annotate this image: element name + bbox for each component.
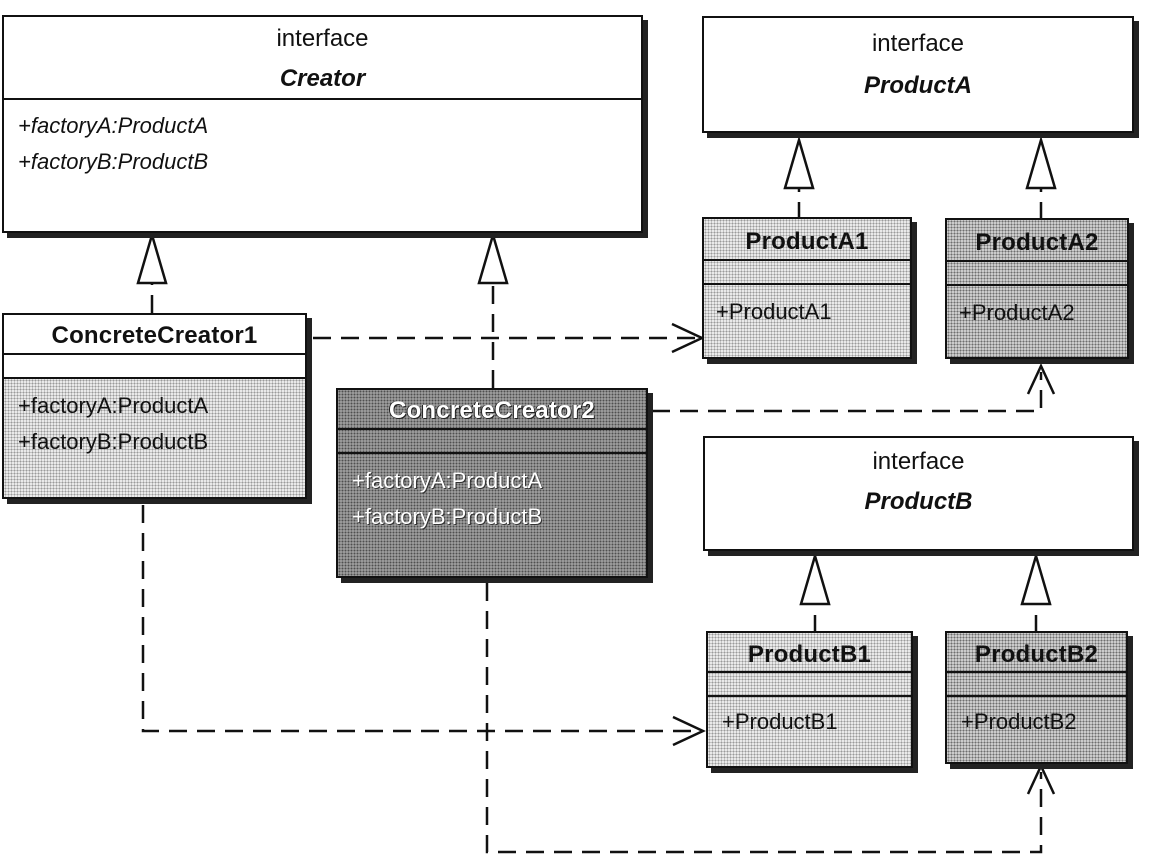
product-a2-box[interactable]: ProductA2 +ProductA2 [945, 218, 1129, 359]
triangle-head-a2 [1025, 135, 1057, 190]
dependency-cc2-b2 [485, 583, 1043, 854]
concrete-creator1-divider-1 [4, 353, 305, 355]
creator-interface-box[interactable]: interface Creator +factoryA:ProductA +fa… [2, 15, 643, 233]
arrow-head-cc2-a2 [1026, 363, 1056, 395]
concrete-creator2-divider-1 [338, 428, 646, 430]
dependency-cc2-a2 [652, 372, 1043, 413]
triangle-head-cc2 [477, 230, 509, 285]
triangle-head-cc1 [136, 230, 168, 285]
concrete-creator1-op-factory-b: +factoryB:ProductB [18, 429, 209, 454]
creator-op-factory-a: +factoryA:ProductA [18, 113, 209, 138]
concrete-creator2-divider-2 [338, 452, 646, 454]
product-b2-box[interactable]: ProductB2 +ProductB2 [945, 631, 1128, 764]
concrete-creator1-box[interactable]: ConcreteCreator1 +factoryA:ProductA +fac… [2, 313, 307, 499]
triangle-head-a1 [783, 135, 815, 190]
product-a2-divider-2 [947, 284, 1127, 286]
creator-op-factory-b: +factoryB:ProductB [18, 149, 209, 174]
creator-name: Creator [279, 65, 366, 92]
triangle-head-b1 [799, 551, 831, 606]
product-a2-name: ProductA2 [975, 229, 1099, 256]
concrete-creator2-name: ConcreteCreator2 [389, 397, 595, 424]
product-b2-name: ProductB2 [974, 641, 1099, 668]
product-a1-op: +ProductA1 [716, 299, 832, 324]
product-b1-divider-1 [708, 671, 911, 673]
product-a1-name: ProductA1 [745, 228, 869, 255]
productb-name: ProductB [864, 488, 973, 515]
concrete-creator1-op-factory-a: +factoryA:ProductA [18, 393, 209, 418]
producta-interface-box[interactable]: interface ProductA [702, 16, 1134, 133]
product-b1-op: +ProductB1 [722, 709, 838, 734]
concrete-creator1-ops-area [4, 379, 305, 497]
product-a1-divider-2 [704, 283, 910, 285]
arrow-head-cc2-b2 [1026, 763, 1056, 795]
product-b1-box[interactable]: ProductB1 +ProductB1 [706, 631, 913, 768]
productb-stereotype: interface [872, 448, 965, 475]
product-b2-divider-1 [947, 671, 1126, 673]
concrete-creator1-divider-2 [4, 377, 305, 379]
concrete-creator2-op-factory-a: +factoryA:ProductA [352, 468, 543, 493]
productb-interface-box[interactable]: interface ProductB [703, 436, 1134, 551]
triangle-head-b2 [1020, 551, 1052, 606]
concrete-creator2-box[interactable]: ConcreteCreator2 +factoryA:ProductA +fac… [336, 388, 648, 578]
producta-stereotype: interface [871, 30, 965, 57]
product-b1-name: ProductB1 [747, 641, 872, 668]
product-b2-op: +ProductB2 [961, 709, 1077, 734]
producta-name: ProductA [864, 72, 972, 99]
product-a1-divider-1 [704, 259, 910, 261]
product-a2-divider-1 [947, 260, 1127, 262]
dependency-cc1-b1 [141, 505, 701, 733]
arrow-head-cc1-b1 [672, 715, 706, 747]
concrete-creator2-op-factory-b: +factoryB:ProductB [352, 504, 543, 529]
product-a1-box[interactable]: ProductA1 +ProductA1 [702, 217, 912, 359]
product-b2-divider-2 [947, 695, 1126, 697]
concrete-creator1-name: ConcreteCreator1 [51, 322, 258, 349]
creator-stereotype: interface [276, 25, 369, 52]
product-a2-op: +ProductA2 [959, 300, 1075, 325]
product-b1-divider-2 [708, 695, 911, 697]
creator-divider [4, 98, 641, 100]
